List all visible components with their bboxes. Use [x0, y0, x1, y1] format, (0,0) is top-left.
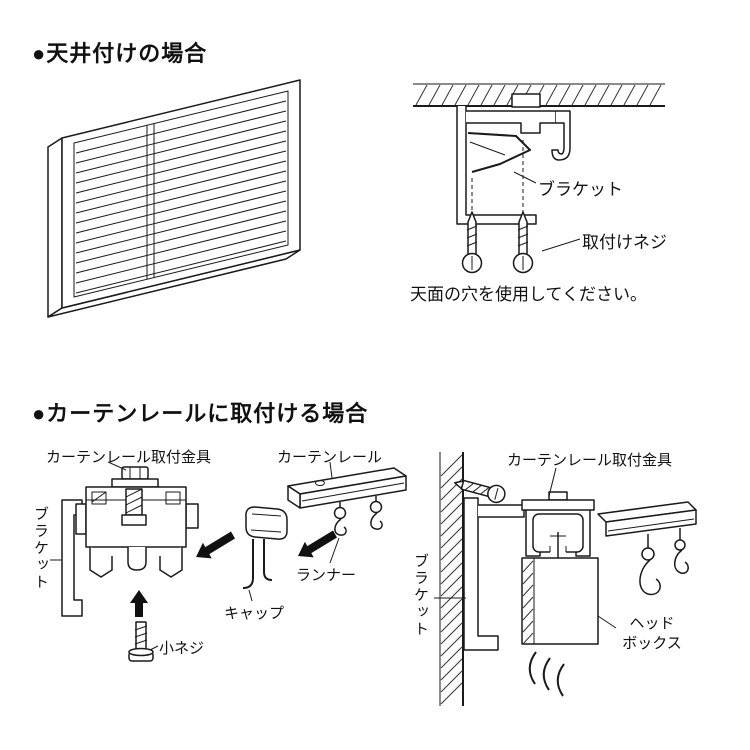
label-rail-fitting-right: カーテンレール取付金具 [507, 452, 673, 469]
note-top-holes: 天面の穴を使用してください。 [410, 285, 647, 304]
wall-mount-diagram [434, 452, 697, 706]
mounting-screw [461, 211, 483, 274]
leader-screw [541, 238, 581, 252]
label-rail-fitting-left: カーテンレール取付金具 [46, 449, 212, 466]
blind-slats [75, 100, 287, 294]
label-headbox: ヘッド ボックス [622, 615, 682, 653]
label-bracket-left: ブラケット [32, 506, 49, 591]
runner [369, 496, 383, 530]
leader-bracket [513, 171, 537, 184]
mounting-screw [512, 211, 534, 274]
cap-illustration [242, 506, 288, 589]
label-small-screw: 小ネジ [159, 640, 205, 657]
runner [674, 528, 689, 575]
label-mounting-screw: 取付けネジ [582, 233, 667, 252]
headbox-section [521, 557, 599, 645]
ceiling-mount-diagram [413, 83, 665, 274]
assembly-arrow [196, 531, 235, 559]
rail-fitting-section [521, 491, 595, 558]
blind-illustration [47, 79, 301, 318]
label-bracket-right: ブラケット [412, 553, 429, 638]
ceiling-hatch [415, 84, 662, 106]
rail-parts-diagram [50, 461, 407, 662]
curtain-rail-illustration [287, 467, 407, 536]
section-title-ceiling: ●天井付けの場合 [32, 41, 208, 66]
label-cap: キャップ [224, 605, 285, 622]
wall-bracket [463, 497, 499, 651]
runner [639, 534, 661, 596]
label-curtain-rail: カーテンレール [277, 449, 383, 466]
ceiling-bracket [456, 106, 571, 225]
section-title-rail: ●カーテンレールに取付ける場合 [32, 401, 369, 426]
blind-ladder-tape [146, 123, 155, 279]
small-screw-illustration [128, 590, 154, 662]
assembly-arrow [298, 530, 337, 558]
motion-arcs [528, 651, 565, 697]
rail-fitting-illustration [75, 466, 199, 578]
runner [333, 502, 347, 536]
label-bracket-ceiling: ブラケット [538, 180, 623, 199]
rail-perspective [597, 501, 697, 596]
label-runner: ランナー [296, 567, 357, 584]
top-hole [511, 93, 541, 108]
wall-screw [454, 479, 506, 504]
